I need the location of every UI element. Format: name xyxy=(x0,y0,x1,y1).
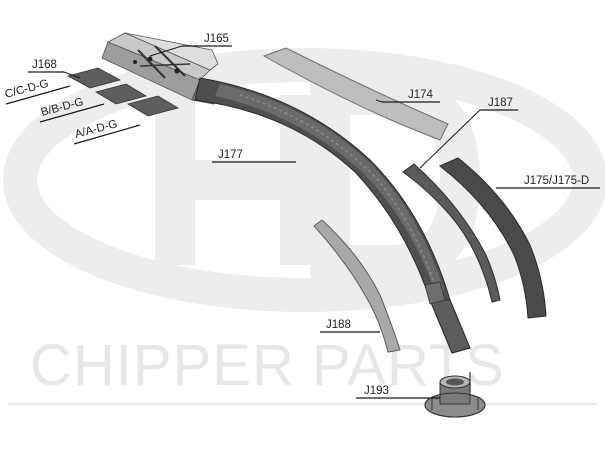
watermark-text: CHIPPER PARTS xyxy=(30,333,505,398)
j168-plate-a xyxy=(126,95,180,117)
label-j174: J174 xyxy=(375,89,440,103)
label-j177: J177 xyxy=(212,149,296,163)
svg-text:J187: J187 xyxy=(488,97,513,109)
label-j175: J175/J175-D xyxy=(496,175,600,189)
svg-text:J165: J165 xyxy=(204,33,229,45)
j187-liner-part xyxy=(402,163,501,303)
j193-collar-part xyxy=(424,372,486,418)
svg-text:J188: J188 xyxy=(326,319,351,331)
j188-plate-part xyxy=(313,219,401,353)
j174-top-plate-part xyxy=(262,47,449,141)
j175-side-part xyxy=(439,157,547,319)
svg-text:J175/J175-D: J175/J175-D xyxy=(524,175,589,187)
label-j165: J165 xyxy=(149,33,232,57)
svg-text:J177: J177 xyxy=(218,149,243,161)
j168-plate-c xyxy=(66,67,122,89)
svg-text:J174: J174 xyxy=(408,89,434,101)
svg-text:C/C-D-G: C/C-D-G xyxy=(4,78,50,101)
label-j193: J193 xyxy=(356,385,440,399)
label-c-cdg: C/C-D-G xyxy=(4,78,71,105)
label-j168: J168 xyxy=(28,59,81,79)
j177-chute-part xyxy=(194,77,471,354)
svg-text:J168: J168 xyxy=(32,59,57,71)
svg-text:J193: J193 xyxy=(364,385,389,397)
label-j188: J188 xyxy=(320,319,380,333)
j168-plate-b xyxy=(94,83,148,105)
label-j187: J187 xyxy=(419,97,518,169)
